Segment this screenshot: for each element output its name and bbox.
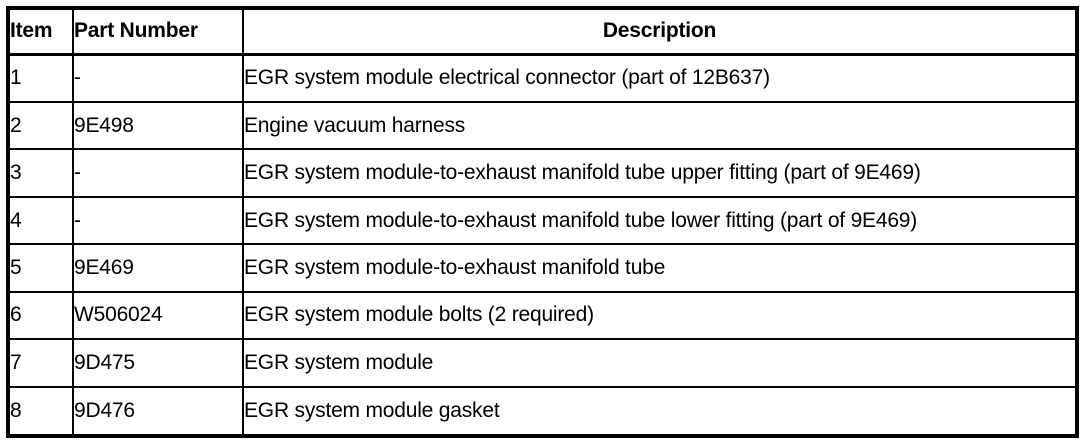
cell-description: EGR system module-to-exhaust manifold tu… — [243, 195, 1075, 245]
cell-item: 3 — [10, 148, 74, 197]
table-row: 3 - EGR system module-to-exhaust manifol… — [10, 148, 1075, 197]
table-row: 8 9D476 EGR system module gasket — [10, 385, 1075, 434]
column-header-part-number: Part Number — [73, 10, 244, 56]
cell-description: EGR system module-to-exhaust manifold tu… — [243, 148, 1075, 197]
cell-description: EGR system module-to-exhaust manifold tu… — [243, 243, 1075, 292]
cell-part-number: W506024 — [73, 290, 244, 340]
table-row: 2 9E498 Engine vacuum harness — [10, 100, 1075, 150]
table-row: 6 W506024 EGR system module bolts (2 req… — [10, 290, 1075, 340]
table-header-row: Item Part Number Description — [10, 10, 1075, 56]
cell-description: Engine vacuum harness — [243, 100, 1075, 150]
cell-part-number: - — [73, 54, 244, 102]
column-header-item: Item — [10, 10, 74, 56]
table-header: Item Part Number Description — [10, 10, 1075, 56]
cell-item: 4 — [10, 195, 74, 245]
cell-item: 5 — [10, 243, 74, 292]
table-row: 1 - EGR system module electrical connect… — [10, 54, 1075, 102]
cell-item: 6 — [10, 290, 74, 340]
cell-part-number: 9D476 — [73, 385, 244, 434]
cell-part-number: 9E498 — [73, 100, 244, 150]
table-body: 1 - EGR system module electrical connect… — [10, 54, 1075, 434]
cell-description: EGR system module gasket — [243, 385, 1075, 434]
table-row: 4 - EGR system module-to-exhaust manifol… — [10, 195, 1075, 245]
cell-item: 1 — [10, 54, 74, 102]
cell-part-number: - — [73, 195, 244, 245]
cell-part-number: - — [73, 148, 244, 197]
cell-description: EGR system module — [243, 338, 1075, 387]
cell-part-number: 9E469 — [73, 243, 244, 292]
parts-table: Item Part Number Description 1 - EGR sys… — [10, 10, 1075, 434]
cell-description: EGR system module electrical connector (… — [243, 54, 1075, 102]
cell-description: EGR system module bolts (2 required) — [243, 290, 1075, 340]
cell-item: 7 — [10, 338, 74, 387]
table-row: 5 9E469 EGR system module-to-exhaust man… — [10, 243, 1075, 292]
table-row: 7 9D475 EGR system module — [10, 338, 1075, 387]
column-header-description: Description — [243, 10, 1075, 56]
parts-table-container: Item Part Number Description 1 - EGR sys… — [6, 6, 1079, 438]
cell-item: 8 — [10, 385, 74, 434]
cell-part-number: 9D475 — [73, 338, 244, 387]
cell-item: 2 — [10, 100, 74, 150]
